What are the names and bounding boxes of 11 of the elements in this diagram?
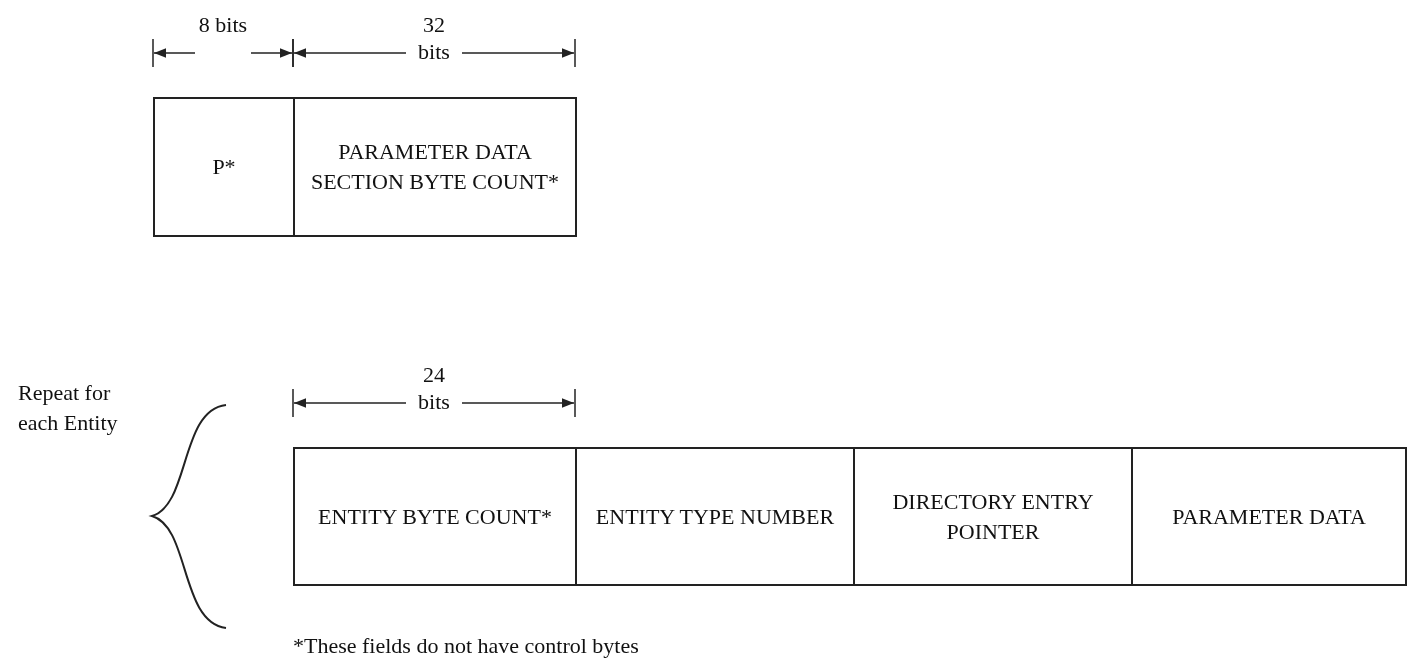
- footnote: *These fields do not have control bytes: [293, 632, 640, 659]
- field-cell: PARAMETER DATA SECTION BYTE COUNT*: [293, 97, 577, 237]
- field-cell: P*: [153, 97, 295, 237]
- dimension-label: 32 bits: [417, 11, 451, 65]
- field-cell: DIRECTORY ENTRY POINTER: [853, 447, 1133, 586]
- repeat-note: Repeat for each Entity: [18, 379, 119, 437]
- field-cell: PARAMETER DATA: [1131, 447, 1407, 586]
- dimension-label: 24 bits: [417, 361, 451, 415]
- field-cell: ENTITY BYTE COUNT*: [293, 447, 577, 586]
- field-cell: ENTITY TYPE NUMBER: [575, 447, 855, 586]
- dimension-label: 8 bits: [197, 11, 249, 38]
